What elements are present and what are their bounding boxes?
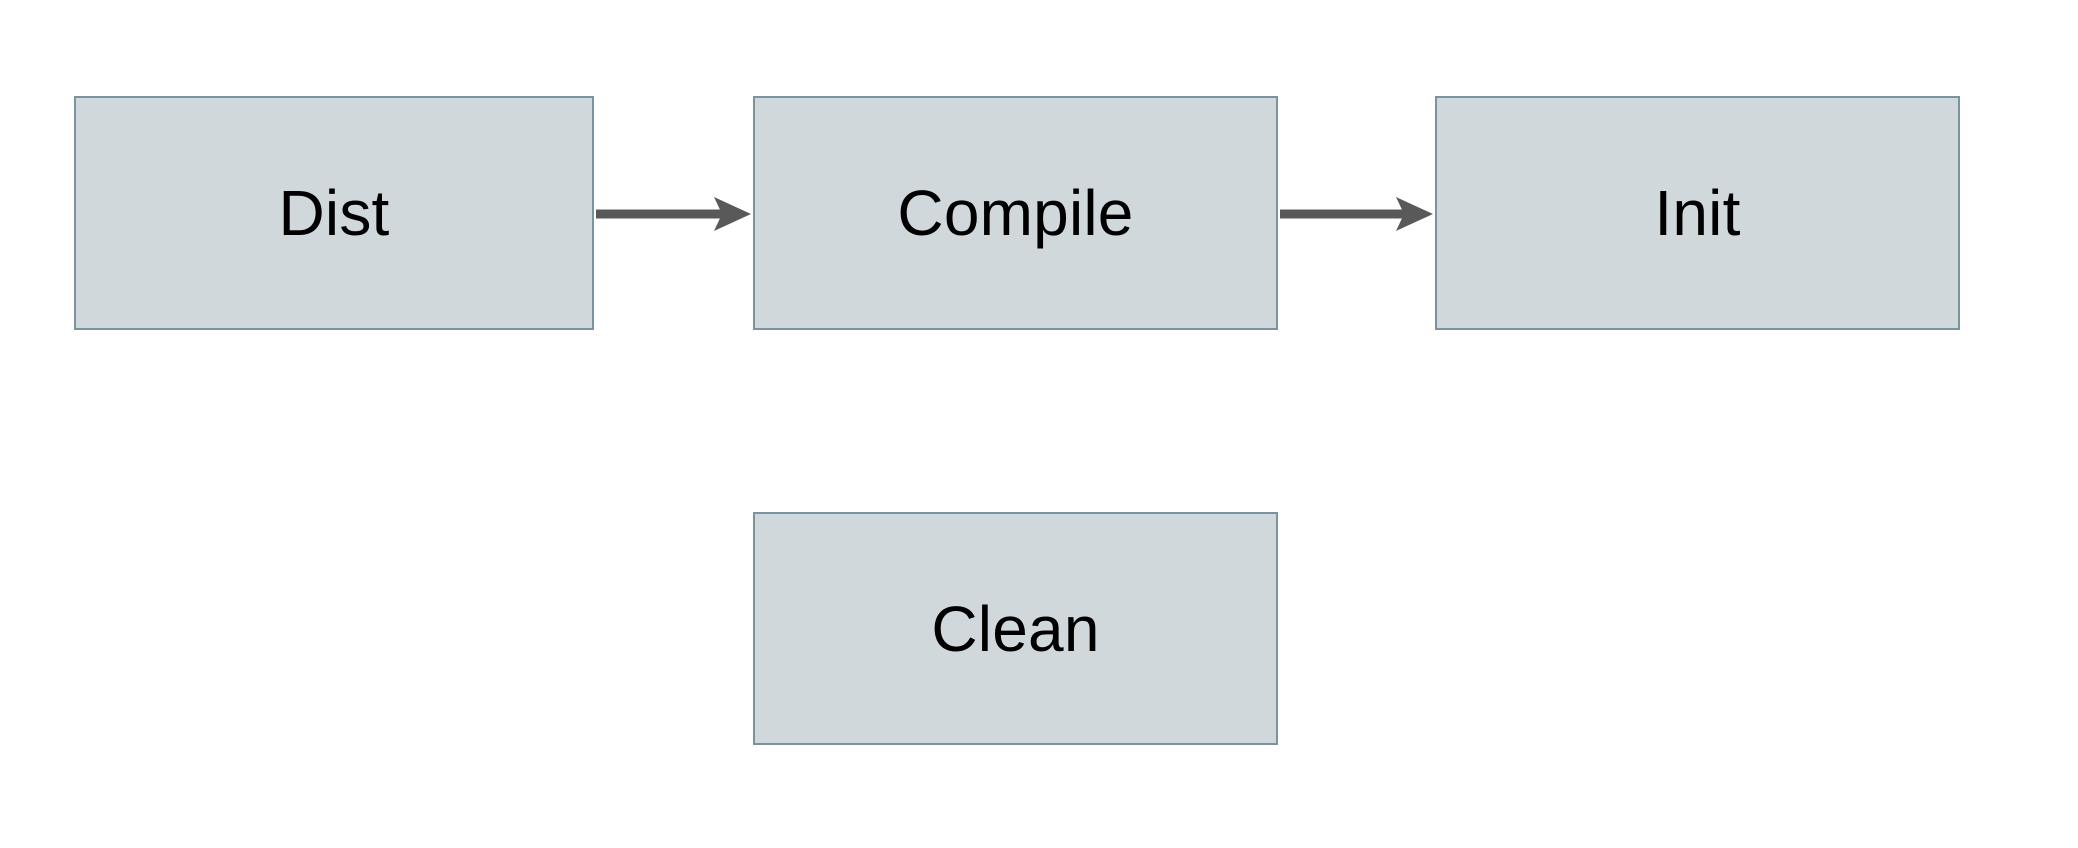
arrowhead-icon <box>1396 197 1433 231</box>
node-label-clean: Clean <box>931 592 1100 665</box>
node-clean[interactable]: Clean <box>753 512 1278 745</box>
node-label-compile: Compile <box>897 177 1134 249</box>
arrowhead-icon <box>714 197 751 231</box>
edge-compile-to-init[interactable] <box>1280 197 1433 231</box>
node-label-dist: Dist <box>278 177 390 249</box>
node-compile[interactable]: Compile <box>753 96 1278 330</box>
node-label-init: Init <box>1654 177 1741 249</box>
node-dist[interactable]: Dist <box>74 96 594 330</box>
edge-dist-to-compile[interactable] <box>596 197 751 231</box>
node-init[interactable]: Init <box>1435 96 1960 330</box>
